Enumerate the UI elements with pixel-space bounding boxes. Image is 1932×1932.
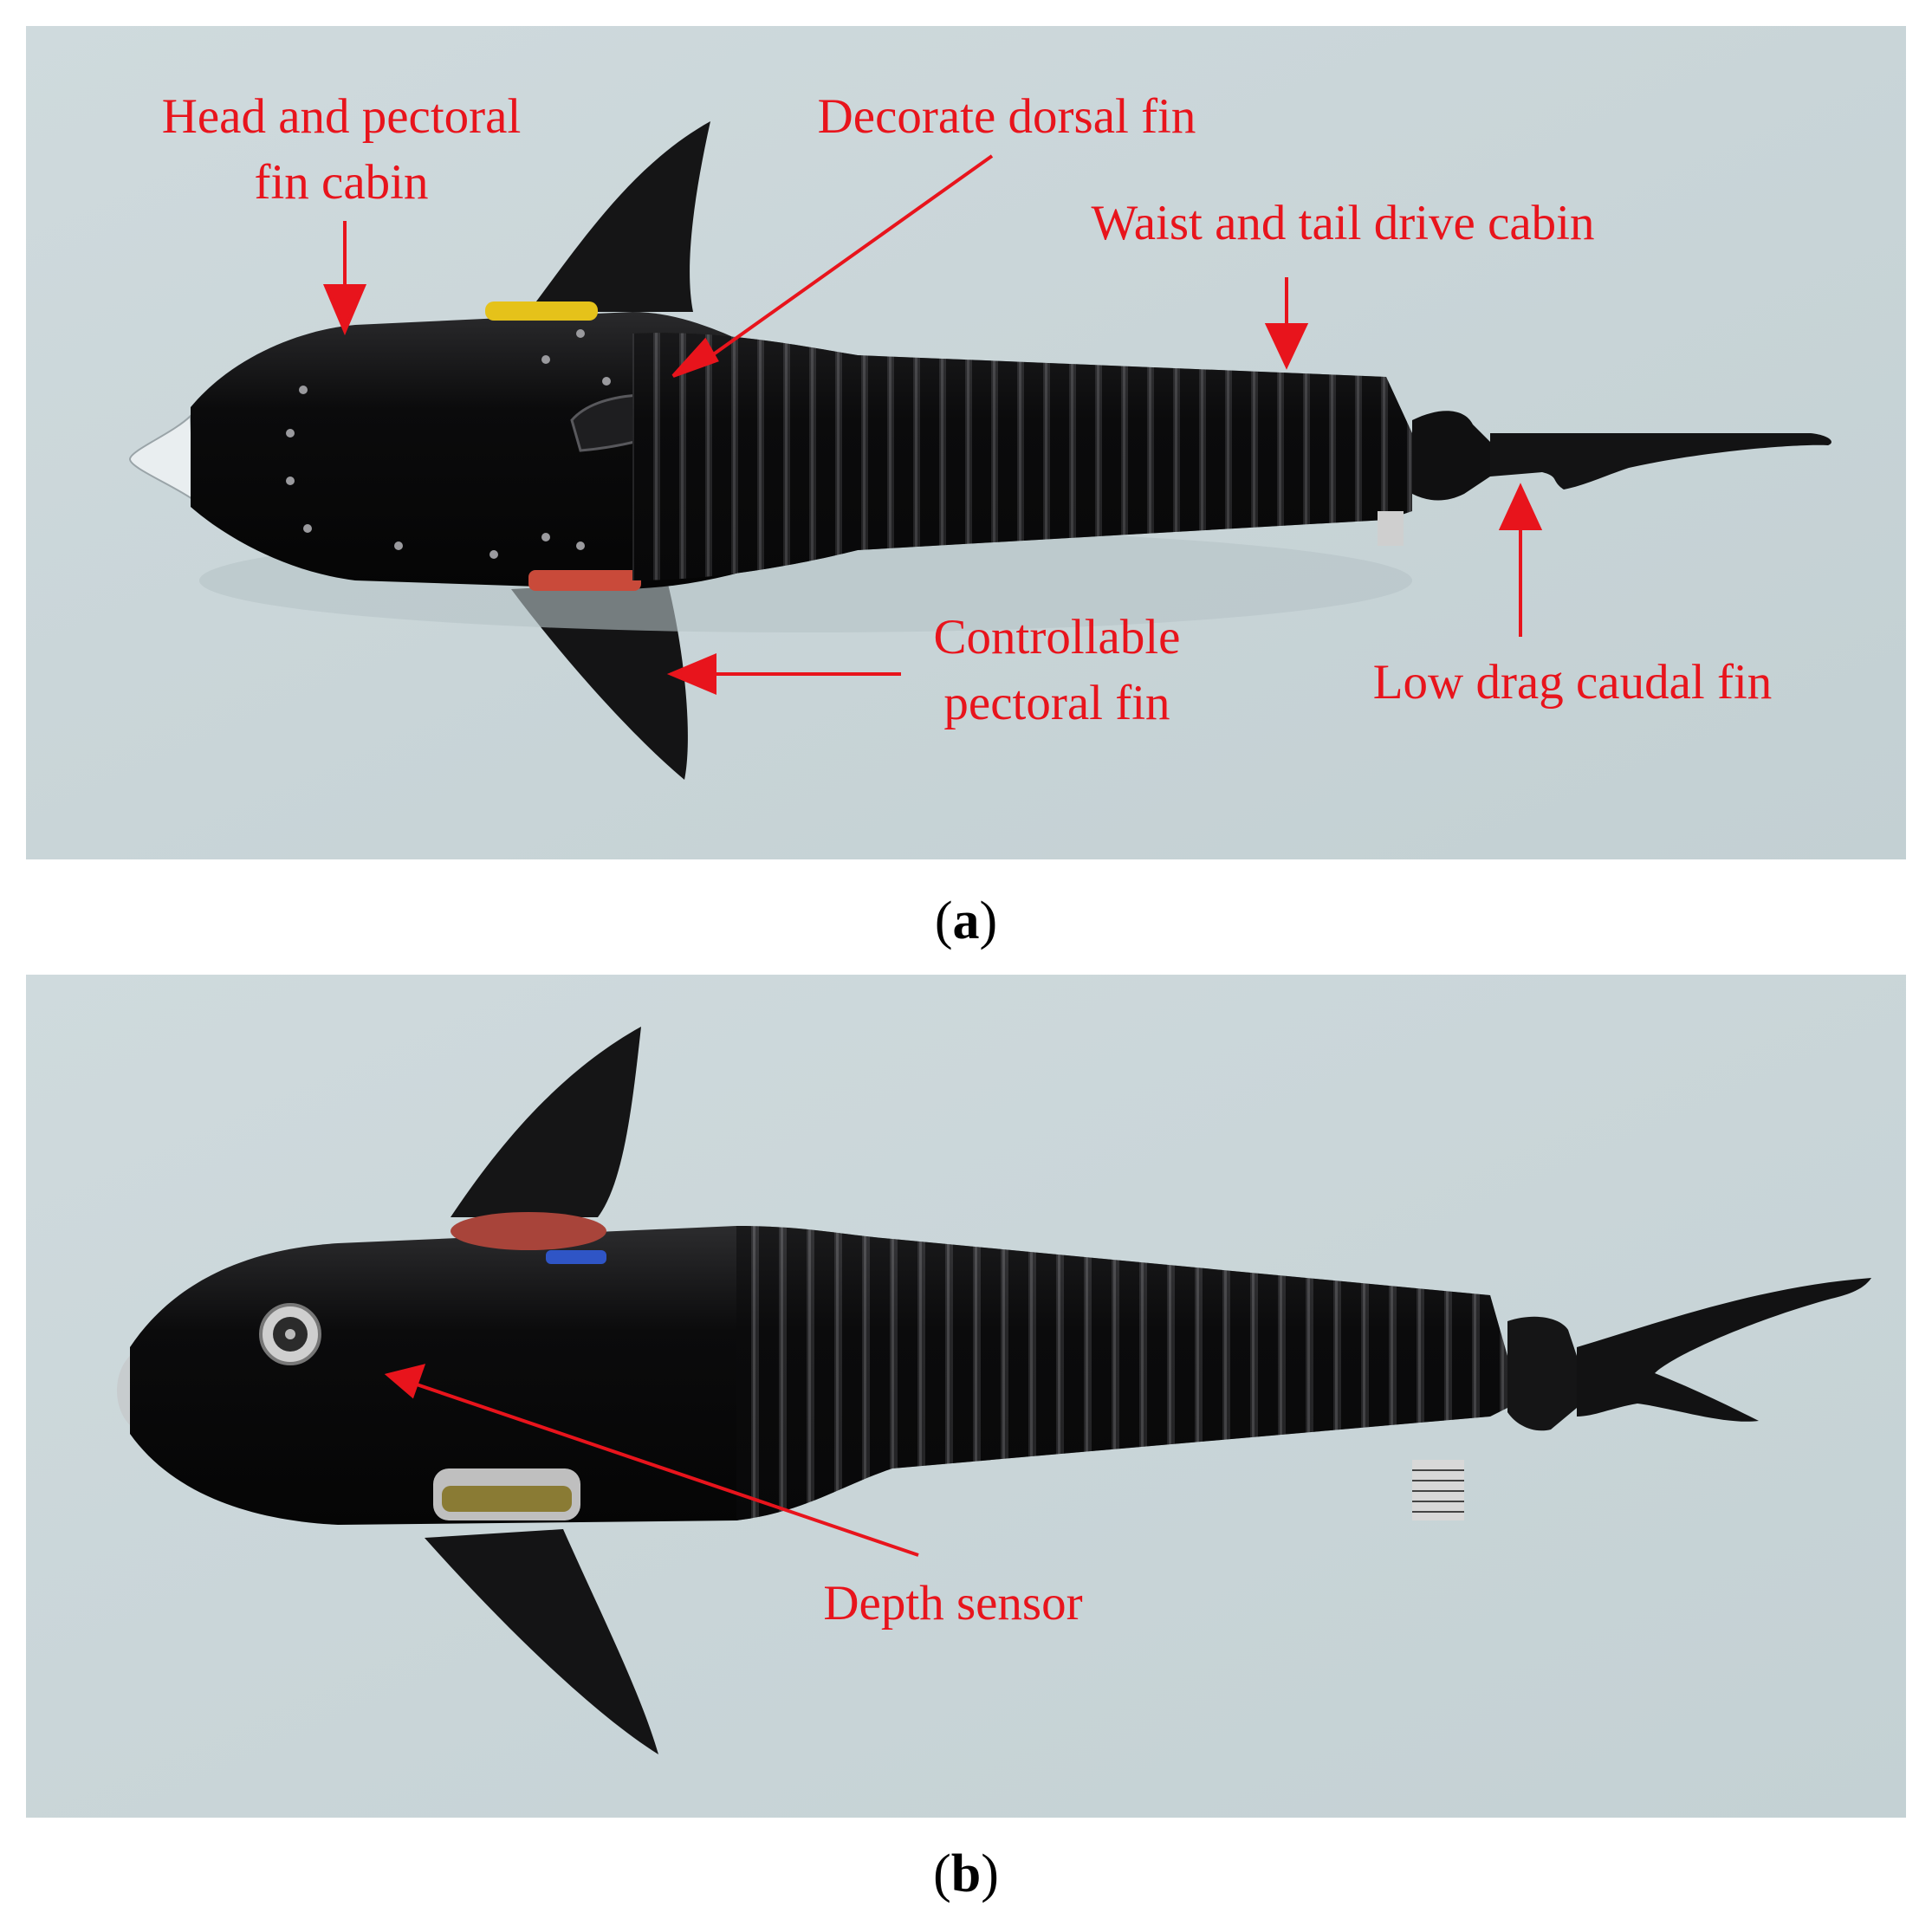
label-depth-sensor: Depth sensor — [823, 1576, 1083, 1631]
yellow-handle — [485, 301, 598, 321]
head-cabin — [191, 312, 771, 589]
label-dorsal-fin: Decorate dorsal fin — [817, 89, 1196, 144]
caption-a-letter: a — [952, 891, 980, 950]
photo-panel-b: Depth sensor — [26, 975, 1906, 1818]
lower-pectoral-fin — [425, 1529, 658, 1754]
label-caudal-fin: Low drag caudal fin — [1372, 655, 1773, 710]
label-pectoral-fin: Controllable pectoral fin — [934, 605, 1181, 736]
label-pectoral-line2: pectoral fin — [943, 676, 1170, 730]
tail-joint — [1412, 411, 1490, 501]
electronics-bottom — [528, 570, 641, 591]
photo-panel-a: Head and pectoral fin cabin Decorate dor… — [26, 26, 1906, 859]
label-head-cabin: Head and pectoral fin cabin — [162, 84, 522, 216]
caption-b-letter: b — [950, 1844, 982, 1903]
label-head-line2: fin cabin — [254, 155, 429, 210]
tail-gear — [1378, 511, 1404, 546]
label-pectoral-line1: Controllable — [933, 610, 1181, 665]
caption-a: (a) — [935, 891, 997, 952]
rivets — [286, 329, 611, 559]
caption-b-open: ( — [933, 1844, 951, 1903]
caption-b: (b) — [933, 1844, 999, 1905]
low-drag-caudal-fin — [1490, 433, 1832, 489]
tail-joint — [1507, 1316, 1577, 1431]
transparent-nose-cone — [128, 413, 197, 503]
caption-a-close: ) — [979, 891, 998, 950]
label-waist-cabin: Waist and tail drive cabin — [1091, 196, 1595, 250]
caption-b-close: ) — [981, 1844, 999, 1903]
depth-sensor — [259, 1303, 321, 1365]
upper-pectoral-fin — [528, 121, 710, 312]
caudal-fin — [1577, 1278, 1871, 1422]
robot-fish-bottom-view — [26, 975, 1906, 1818]
upper-pectoral-fin — [451, 1027, 641, 1217]
blue-cable — [546, 1250, 606, 1264]
label-head-line1: Head and pectoral — [161, 89, 522, 144]
electronics-top — [451, 1212, 606, 1250]
caption-a-open: ( — [934, 891, 953, 950]
